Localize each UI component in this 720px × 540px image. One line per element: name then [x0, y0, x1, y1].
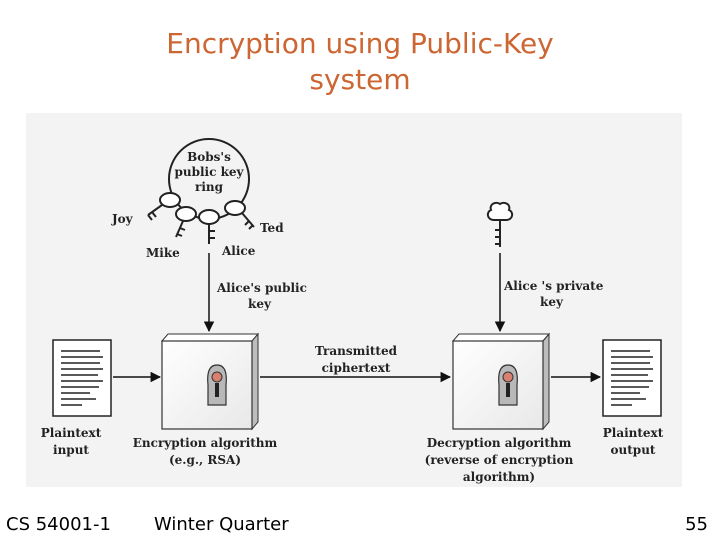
slide-title-line-2: system — [309, 63, 411, 96]
alice-public-key-label-2: key — [248, 297, 272, 311]
ring-label-line-2: public key — [174, 165, 244, 179]
footer-page-number: 55 — [685, 514, 708, 535]
key-icon-ted — [224, 200, 255, 230]
public-key-encryption-figure: Bobs's public key ring Joy Mike Alice Te… — [26, 113, 682, 487]
key-icon-alice — [198, 209, 220, 244]
plaintext-output-label-2: output — [611, 443, 656, 457]
slide-title-line-1: Encryption using Public-Key — [166, 27, 554, 60]
transmitted-label-2: ciphertext — [322, 361, 391, 375]
diagram-canvas: Bobs's public key ring Joy Mike Alice Te… — [41, 138, 664, 484]
alice-private-key-label-2: key — [540, 295, 564, 309]
ring-label-line-3: ring — [195, 180, 224, 194]
lock-icon-decryption — [498, 364, 518, 406]
encryption-algorithm-box — [160, 332, 260, 431]
decryption-label-1: Decryption algorithm — [427, 436, 572, 450]
key-label-joy: Joy — [111, 212, 134, 226]
decryption-label-3: algorithm) — [463, 470, 535, 484]
private-key-icon — [486, 201, 514, 247]
key-icon-joy — [147, 192, 181, 221]
key-icon-mike — [175, 206, 197, 238]
key-label-mike: Mike — [146, 246, 180, 260]
footer-term: Winter Quarter — [154, 514, 289, 535]
plaintext-input-label-1: Plaintext — [41, 426, 102, 440]
plaintext-input-label-2: input — [53, 443, 89, 457]
plaintext-output-document-icon — [602, 339, 662, 417]
encryption-label-1: Encryption algorithm — [133, 436, 278, 450]
footer-course: CS 54001-1 — [6, 514, 111, 535]
lock-icon-encryption — [207, 364, 227, 406]
plaintext-output-label-1: Plaintext — [603, 426, 664, 440]
ring-label-line-1: Bobs's — [187, 150, 231, 164]
alice-private-key-label-1: Alice 's private — [503, 279, 604, 293]
plaintext-input-document-icon — [52, 339, 112, 417]
decryption-algorithm-box — [451, 332, 551, 431]
slide-title: Encryption using Public-Key system — [60, 26, 660, 98]
key-label-alice: Alice — [221, 244, 256, 258]
transmitted-label-1: Transmitted — [315, 344, 398, 358]
alice-public-key-label-1: Alice's public — [216, 281, 307, 295]
key-label-ted: Ted — [260, 221, 284, 235]
decryption-label-2: (reverse of encryption — [425, 453, 574, 467]
encryption-label-2: (e.g., RSA) — [169, 453, 241, 467]
